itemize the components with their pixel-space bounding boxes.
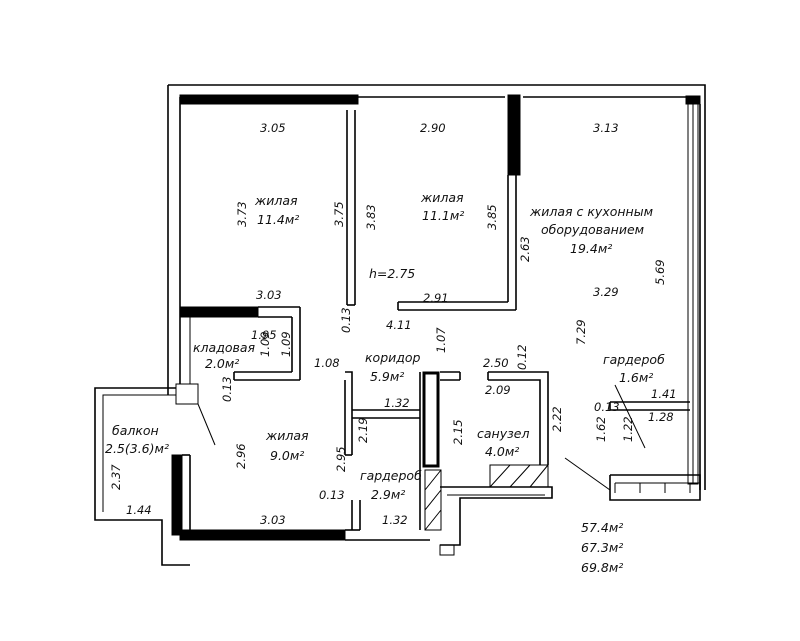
room-corridor-area: 5.9м² — [370, 369, 404, 384]
dim-label: 0.13 — [594, 400, 620, 414]
area-totals: 57.4м² 67.3м² 69.8м² — [581, 520, 623, 575]
dim-label: 1.09 — [279, 331, 293, 357]
dim-label: 1.44 — [126, 503, 152, 517]
dim-label: 1.07 — [434, 327, 448, 353]
dim-label: 1.32 — [382, 513, 408, 527]
dim-label: 3.83 — [364, 204, 378, 230]
walls — [94, 84, 706, 566]
dim-label: 1.28 — [648, 410, 674, 424]
dim-label: 1.32 — [384, 396, 410, 410]
room-kitchen-name-line2: оборудованием — [541, 222, 644, 237]
room-balcony-area: 2.5(3.6)м² — [105, 441, 169, 456]
dim-label: 2.19 — [356, 417, 370, 443]
dim-label: 2.50 — [483, 356, 509, 370]
dim-label: 3.05 — [260, 121, 286, 135]
dim-label: 3.85 — [485, 204, 499, 230]
room-wardrobe2-area: 2.9м² — [371, 487, 405, 502]
room-storage-area: 2.0м² — [205, 356, 239, 371]
dim-label: 1.41 — [651, 387, 677, 401]
room-kitchen-name-line1: жилая с кухонным — [529, 204, 653, 219]
room-living3-name: жилая — [265, 428, 309, 443]
dimensions: 3.05 2.90 3.13 3.73 3.75 3.83 3.85 2.63 … — [109, 121, 677, 527]
dim-label: 2.96 — [234, 443, 248, 469]
dim-label: 2.95 — [334, 446, 348, 472]
dim-label: 2.15 — [451, 419, 465, 445]
room-living2-area: 11.1м² — [422, 208, 464, 223]
dim-label: 2.09 — [485, 383, 511, 397]
room-wardrobe1-name: гардероб — [603, 352, 665, 367]
dim-label: 5.69 — [653, 259, 667, 285]
dim-label: 1.08 — [314, 356, 340, 370]
dim-label: 3.29 — [593, 285, 619, 299]
dim-label: 2.22 — [550, 406, 564, 432]
total-area-1: 57.4м² — [581, 520, 623, 535]
room-living2-name: жилая — [420, 190, 464, 205]
dim-label: 3.03 — [260, 513, 286, 527]
dim-label: 2.90 — [420, 121, 446, 135]
room-storage-name: кладовая — [193, 340, 256, 355]
room-bathroom-name: санузел — [477, 426, 529, 441]
room-living1-name: жилая — [254, 193, 298, 208]
dim-label: 3.13 — [593, 121, 619, 135]
dim-label: 3.03 — [256, 288, 282, 302]
room-kitchen-area: 19.4м² — [570, 241, 612, 256]
total-area-2: 67.3м² — [581, 540, 623, 555]
dim-label: 2.37 — [109, 464, 123, 490]
room-wardrobe1-area: 1.6м² — [619, 370, 653, 385]
dim-label: 0.13 — [339, 307, 353, 333]
room-corridor-name: коридор — [365, 350, 421, 365]
dim-label: 2.63 — [518, 236, 532, 262]
room-labels: жилая 11.4м² жилая 11.1м² жилая с кухонн… — [105, 190, 665, 502]
dim-label: 1.62 — [594, 416, 608, 442]
dim-label: 1.09 — [258, 331, 272, 357]
dim-label: 4.11 — [386, 318, 412, 332]
dim-label: 2.91 — [423, 291, 449, 305]
dim-label: 1.22 — [621, 416, 635, 442]
dim-label: 0.13 — [319, 488, 345, 502]
dim-label: 0.12 — [515, 344, 529, 370]
room-wardrobe2-name: гардероб — [360, 468, 422, 483]
dim-label: 1.95 — [251, 328, 277, 342]
ceiling-height: h=2.75 — [369, 266, 415, 281]
dim-label: 3.75 — [332, 201, 346, 227]
dim-label: 7.29 — [574, 319, 588, 345]
dim-label: 0.13 — [220, 376, 234, 402]
room-living1-area: 11.4м² — [257, 212, 299, 227]
room-bathroom-area: 4.0м² — [485, 444, 519, 459]
dim-label: 3.73 — [235, 201, 249, 227]
room-balcony-name: балкон — [112, 423, 159, 438]
room-living3-area: 9.0м² — [270, 448, 304, 463]
total-area-3: 69.8м² — [581, 560, 623, 575]
